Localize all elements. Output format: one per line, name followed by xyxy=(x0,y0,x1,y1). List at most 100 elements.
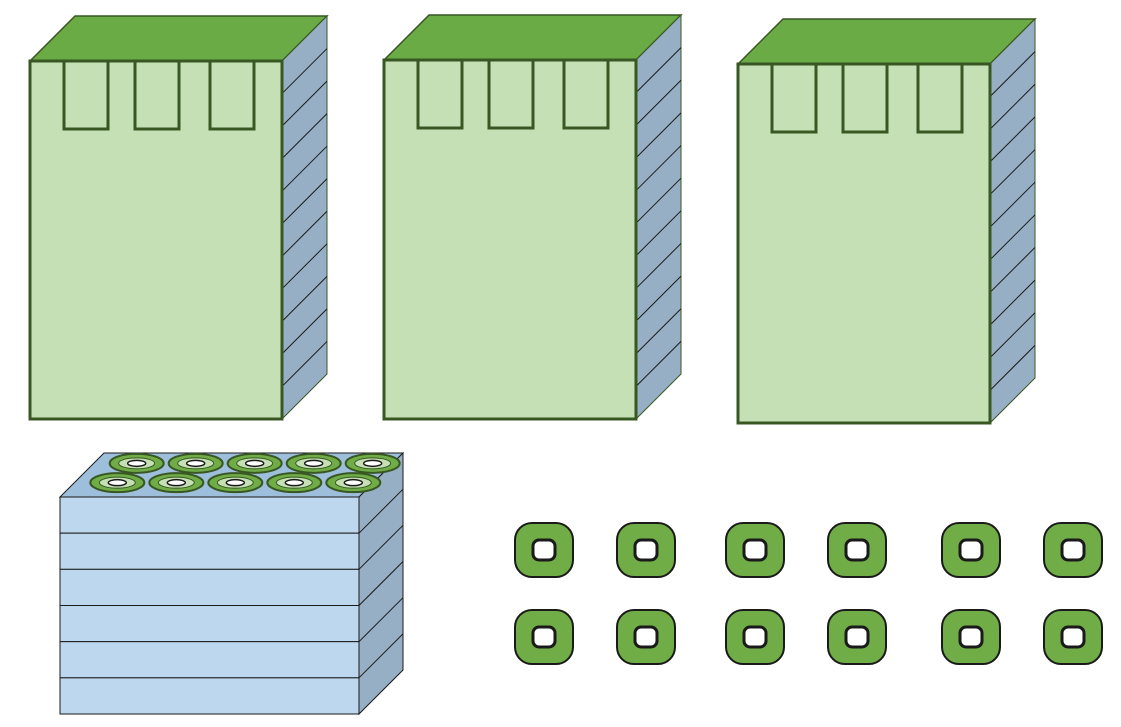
grid-ring-hole xyxy=(742,625,768,649)
block-side-segment xyxy=(989,279,1036,326)
ring-hole xyxy=(225,478,246,487)
block-top-face xyxy=(28,15,329,62)
grid-ring-hole xyxy=(1060,538,1086,562)
grid-ring xyxy=(827,609,887,665)
grid-ring xyxy=(725,609,785,665)
grid-ring-hole xyxy=(531,538,557,562)
block-top-face xyxy=(736,18,1037,65)
block-notch xyxy=(770,64,818,134)
block-side-segment xyxy=(281,308,328,355)
stack-top-ring xyxy=(108,452,165,474)
stack-top-ring xyxy=(285,452,342,474)
block-side-segment xyxy=(281,341,328,387)
grid-ring-hole xyxy=(633,538,659,562)
stack-top-ring xyxy=(344,452,401,474)
grid-ring xyxy=(941,609,1001,665)
block-notch xyxy=(62,61,110,131)
grid-ring-hole xyxy=(531,625,557,649)
ring-hole xyxy=(166,478,187,487)
grid-ring-hole xyxy=(958,625,984,649)
grid-ring xyxy=(1043,522,1103,578)
block-side-segment xyxy=(635,308,682,355)
block-side-segment xyxy=(989,312,1036,359)
block-notch xyxy=(916,64,964,134)
block-side-segment xyxy=(635,112,682,159)
block-side-segment xyxy=(635,145,682,191)
stack-layer-side-edge xyxy=(358,633,404,679)
ring-hole xyxy=(284,478,305,487)
block-side-segment xyxy=(281,113,328,159)
grid-ring xyxy=(941,522,1001,578)
block-side-segment xyxy=(635,79,682,126)
block-side-segment xyxy=(989,51,1036,97)
block-2 xyxy=(382,13,683,421)
stack-layer xyxy=(59,641,360,679)
block-side-segment xyxy=(281,210,328,257)
stack-top-ring xyxy=(226,452,283,474)
block-notch xyxy=(562,60,610,130)
ring-hole xyxy=(244,459,265,468)
grid-ring xyxy=(616,522,676,578)
stack-layer xyxy=(59,532,360,570)
stack-layer xyxy=(59,496,360,534)
block-side-segment xyxy=(281,243,328,290)
stack-top-ring xyxy=(207,472,264,494)
grid-ring-hole xyxy=(844,625,870,649)
ring-hole xyxy=(303,459,324,468)
block-notch xyxy=(208,61,256,131)
ring-hole xyxy=(185,459,206,468)
block-side-segment xyxy=(989,214,1036,261)
stack-top-ring xyxy=(325,472,382,494)
grid-ring xyxy=(725,522,785,578)
grid-ring xyxy=(514,609,574,665)
block-side-segment xyxy=(635,341,682,387)
stack-layer-side-edge xyxy=(358,488,404,534)
block-side-segment xyxy=(635,47,682,93)
grid-ring-hole xyxy=(958,538,984,562)
block-side-segment xyxy=(989,149,1036,195)
block-notch xyxy=(841,64,889,134)
grid-ring xyxy=(616,609,676,665)
block-notch xyxy=(133,61,181,131)
grid-ring-hole xyxy=(1060,625,1086,649)
grid-ring xyxy=(827,522,887,578)
block-notch xyxy=(487,60,535,130)
grid-ring-hole xyxy=(742,538,768,562)
block-side-segment xyxy=(635,275,682,322)
stack-top-ring xyxy=(266,472,323,494)
block-front-face xyxy=(382,58,638,421)
block-3 xyxy=(736,17,1037,425)
block-side-segment xyxy=(281,276,328,322)
grid-ring-hole xyxy=(633,625,659,649)
ring-hole xyxy=(343,478,364,487)
block-side-segment xyxy=(281,48,328,94)
stack-top-ring xyxy=(167,452,224,474)
block-notch xyxy=(416,60,464,130)
stack-layer-side-edge xyxy=(358,597,404,643)
stack-layer xyxy=(59,605,360,643)
grid-ring-hole xyxy=(844,538,870,562)
stack-layer-side-edge xyxy=(358,561,404,606)
ring-hole xyxy=(126,459,147,468)
block-side-segment xyxy=(989,181,1036,228)
block-side-segment xyxy=(989,345,1036,391)
block-side-segment xyxy=(281,178,328,225)
stack-layer-side-edge xyxy=(358,524,404,570)
block-side-segment xyxy=(281,80,328,127)
stack-layer xyxy=(59,677,360,715)
layer-stack xyxy=(58,451,405,716)
block-front-face xyxy=(28,59,284,421)
block-top-face xyxy=(382,14,683,61)
stack-layer xyxy=(59,568,360,606)
stack-top-ring xyxy=(89,472,146,494)
block-1 xyxy=(28,14,329,421)
stack-top-ring xyxy=(148,472,205,494)
block-side-segment xyxy=(989,116,1036,163)
block-side-segment xyxy=(635,177,682,224)
grid-ring xyxy=(514,522,574,578)
block-side-segment xyxy=(281,145,328,192)
grid-ring xyxy=(1043,609,1103,665)
block-front-face xyxy=(736,62,992,425)
